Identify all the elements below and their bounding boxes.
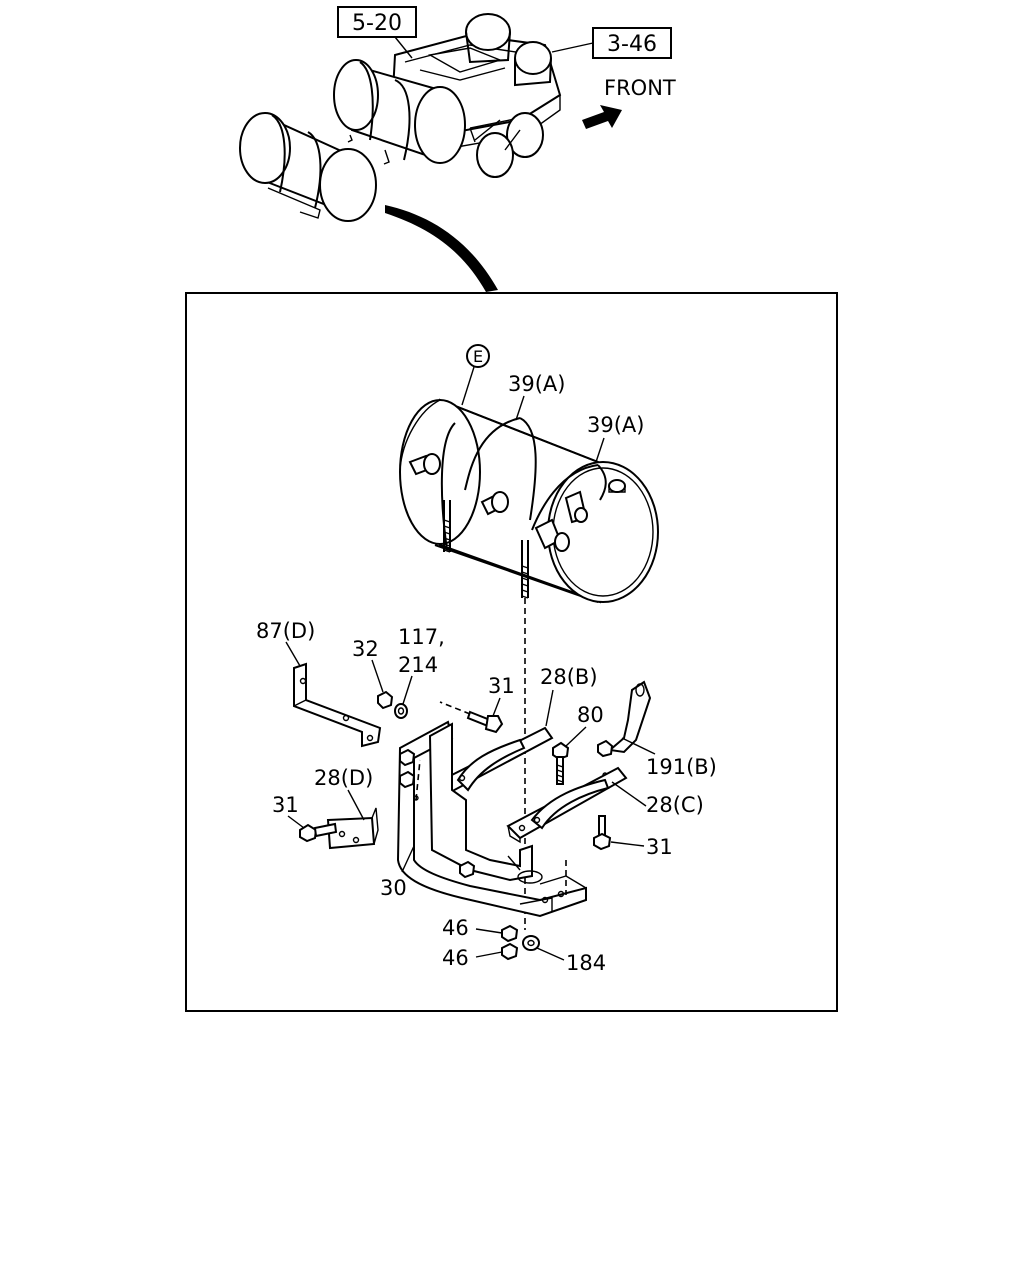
bracket-28d <box>326 807 379 850</box>
bolt-31-right <box>593 815 612 851</box>
bolt-80 <box>552 741 570 785</box>
label-117: 117, <box>398 625 445 649</box>
nut-32 <box>377 690 394 710</box>
label-184: 184 <box>566 951 606 975</box>
label-31-right: 31 <box>646 835 673 859</box>
cylinder-mid <box>333 59 466 165</box>
label-80: 80 <box>577 703 604 727</box>
bracket-87d <box>293 662 382 748</box>
front-arrow-icon <box>582 105 622 129</box>
frame-bracket-30 <box>396 720 587 918</box>
label-39a-right: 39(A) <box>587 413 644 437</box>
nut-46-lower <box>501 942 519 961</box>
label-31-left: 31 <box>272 793 299 817</box>
bracket-parts: 87(D) 32 117, 214 31 28(B) <box>256 619 717 975</box>
bolt-31-top <box>439 701 504 734</box>
label-28b: 28(B) <box>540 665 598 689</box>
label-30: 30 <box>380 876 407 900</box>
washer-117-214 <box>394 703 408 719</box>
ref-box-5-20: 5-20 <box>337 6 417 59</box>
label-46-upper: 46 <box>442 916 469 940</box>
label-32: 32 <box>352 637 379 661</box>
label-28c: 28(C) <box>646 793 704 817</box>
label-28d: 28(D) <box>314 766 373 790</box>
label-46-lower: 46 <box>442 946 469 970</box>
label-87d: 87(D) <box>256 619 315 643</box>
ref-3-46-text: 3-46 <box>607 32 657 57</box>
front-label: FRONT <box>604 76 676 100</box>
label-39a-upper: 39(A) <box>508 372 565 396</box>
overview-assembly: 5-20 3-46 FRONT <box>239 6 676 292</box>
ref-box-3-46: 3-46 <box>551 27 672 59</box>
nut-46-upper <box>501 924 519 943</box>
label-191b: 191(B) <box>646 755 717 779</box>
label-214: 214 <box>398 653 438 677</box>
cylinders-right <box>474 112 544 178</box>
pointer-arrow-icon <box>385 205 498 292</box>
washer-184 <box>522 935 540 951</box>
callout-e-text: E <box>473 347 483 366</box>
bracket-28c <box>506 766 628 844</box>
bolt-31-left <box>299 822 338 843</box>
detail-frame <box>185 292 838 1012</box>
label-31-top: 31 <box>488 674 515 698</box>
ref-5-20-text: 5-20 <box>352 11 402 36</box>
tank-assembly: E 39(A) 39(A) <box>399 344 659 930</box>
cylinder-detached <box>239 112 377 222</box>
strap-191b <box>597 680 652 778</box>
